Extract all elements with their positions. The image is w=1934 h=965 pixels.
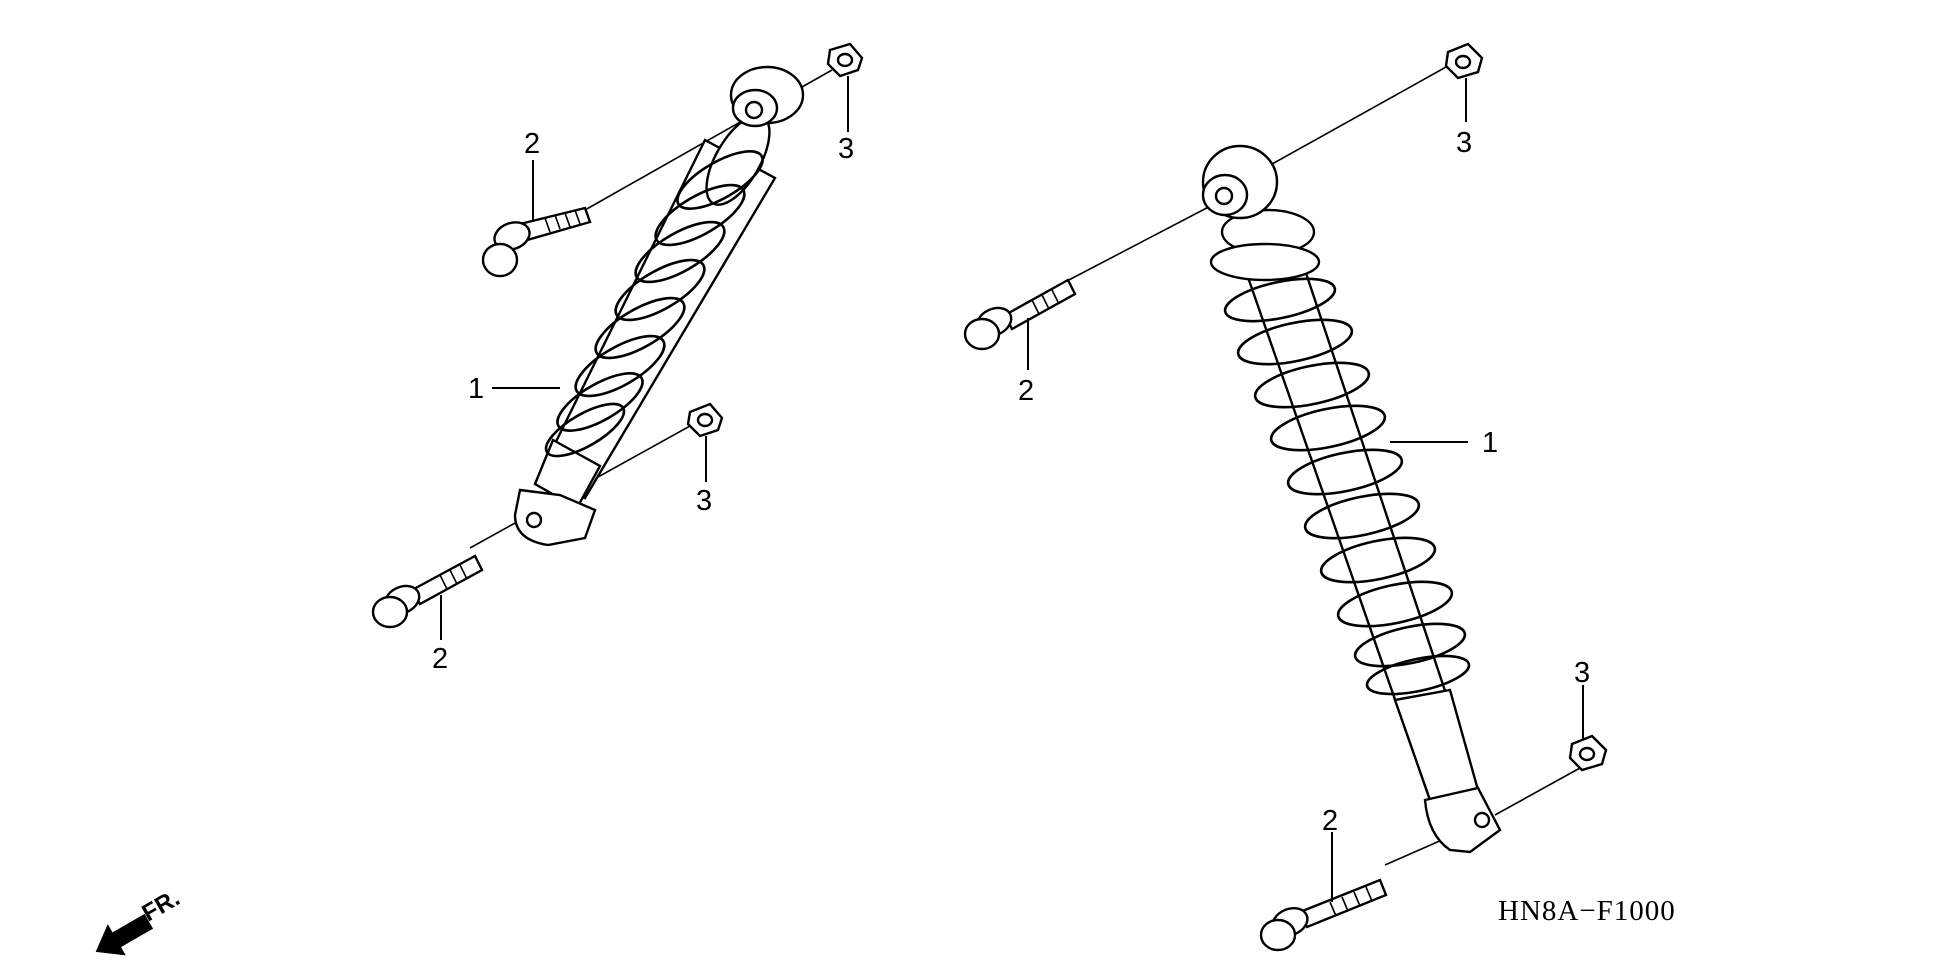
left-coil-spring <box>544 150 764 458</box>
left-shock-absorber <box>513 65 805 547</box>
right-upper-nut <box>1444 42 1484 80</box>
left-shock-lower-clevis <box>513 488 597 547</box>
right-callout-upper-nut: 3 <box>1456 127 1472 159</box>
right-lower-nut <box>1568 734 1608 772</box>
left-shock-lower-eye-hole <box>525 511 543 529</box>
left-lower-nut <box>686 402 724 438</box>
right-callout-lower-nut: 3 <box>1574 657 1590 689</box>
left-shock-assembly: 1 2 2 3 3 <box>371 42 864 675</box>
left-lower-bolt <box>371 554 484 629</box>
right-lower-bolt <box>1259 878 1388 952</box>
left-callout-upper-bolt: 2 <box>524 128 540 160</box>
front-direction-indicator: FR. <box>95 884 184 956</box>
right-shock-lower-rod <box>1393 688 1480 802</box>
right-shock-lower-clevis <box>1423 786 1502 854</box>
right-callout-lower-bolt: 2 <box>1322 805 1338 837</box>
left-upper-bolt <box>481 206 592 278</box>
left-callout-upper-nut: 3 <box>838 133 854 165</box>
diagram-code: HN8A−F1000 <box>1498 895 1676 927</box>
right-callout-upper-bolt: 2 <box>1018 375 1034 407</box>
right-shock-absorber <box>1201 144 1502 854</box>
right-upper-axis-line-b <box>1264 61 1456 169</box>
right-shock-lower-eye-hole <box>1473 811 1491 829</box>
right-upper-axis-line-a <box>1064 199 1223 283</box>
left-shock-upper-eye-hole <box>744 100 764 120</box>
right-lower-axis-line-b <box>1494 767 1581 816</box>
right-spring-upper-seat <box>1209 242 1321 282</box>
right-coil-spring <box>1223 277 1471 696</box>
right-upper-bolt <box>963 278 1077 351</box>
left-callout-shock: 1 <box>468 373 484 405</box>
right-callout-shock: 1 <box>1482 427 1498 459</box>
left-upper-nut <box>826 42 864 78</box>
right-shock-assembly: 1 2 2 3 3 <box>963 42 1608 952</box>
left-callout-lower-nut: 3 <box>696 485 712 517</box>
front-direction-arrow-icon <box>95 913 154 956</box>
left-callout-lower-bolt: 2 <box>432 643 448 675</box>
right-shock-upper-eye-hole <box>1214 186 1234 206</box>
